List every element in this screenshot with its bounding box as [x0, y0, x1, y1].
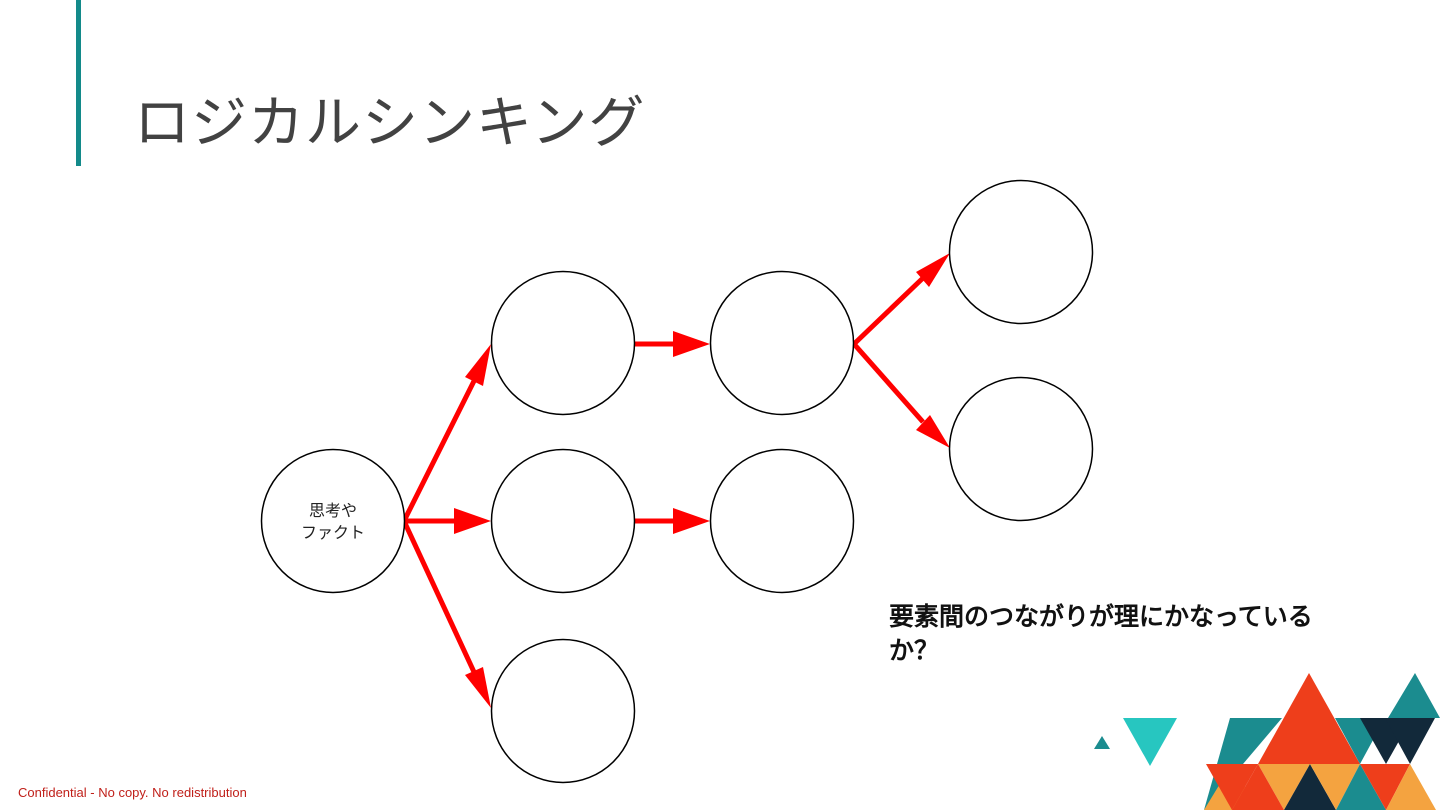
arrow-root-to-branch-bottom [401, 519, 491, 708]
node-branch-bottom [490, 638, 636, 784]
connectors [401, 253, 950, 708]
node-second-top [709, 270, 855, 416]
node-leaf-upper [948, 179, 1094, 325]
root-node-label-line2: ファクト [301, 523, 365, 542]
decor-triangle [1284, 764, 1336, 810]
confidential-notice: Confidential - No copy. No redistributio… [18, 785, 247, 800]
arrow-second-top-to-leaf-lower [852, 342, 950, 448]
question-text: 要素間のつながりが理にかなっているか？ [889, 602, 1313, 665]
decor-triangle [1206, 764, 1258, 810]
node-branch-middle [490, 448, 636, 594]
slide-title: ロジカルシンキング [134, 91, 646, 156]
node-leaf-lower [948, 376, 1094, 522]
decor-cyan-triangle [1123, 718, 1177, 766]
arrow-top-to-second-top [635, 331, 710, 357]
decor-triangle [1386, 764, 1436, 810]
decor-triangle [1258, 673, 1360, 764]
decor-triangle [1336, 764, 1386, 810]
decor-triangle [1360, 764, 1410, 810]
arrow-root-to-branch-middle [404, 508, 491, 534]
decor-triangle [1388, 673, 1440, 718]
decor-small-triangle [1094, 736, 1110, 749]
node-branch-top [490, 270, 636, 416]
decorative-triangle-pattern [1094, 673, 1440, 810]
arrow-second-top-to-leaf-upper [852, 253, 950, 346]
node-second-middle [709, 448, 855, 594]
decor-triangle [1310, 764, 1360, 810]
arrow-middle-to-second-middle [635, 508, 710, 534]
decor-triangle [1258, 764, 1310, 810]
arrow-root-to-branch-top [401, 344, 491, 523]
root-node-label-line1: 思考や [309, 501, 357, 520]
title-accent-bar [76, 0, 81, 166]
nodes [260, 179, 1094, 784]
decor-triangle [1232, 764, 1284, 810]
node-root [260, 448, 406, 594]
decor-triangle [1385, 718, 1435, 764]
